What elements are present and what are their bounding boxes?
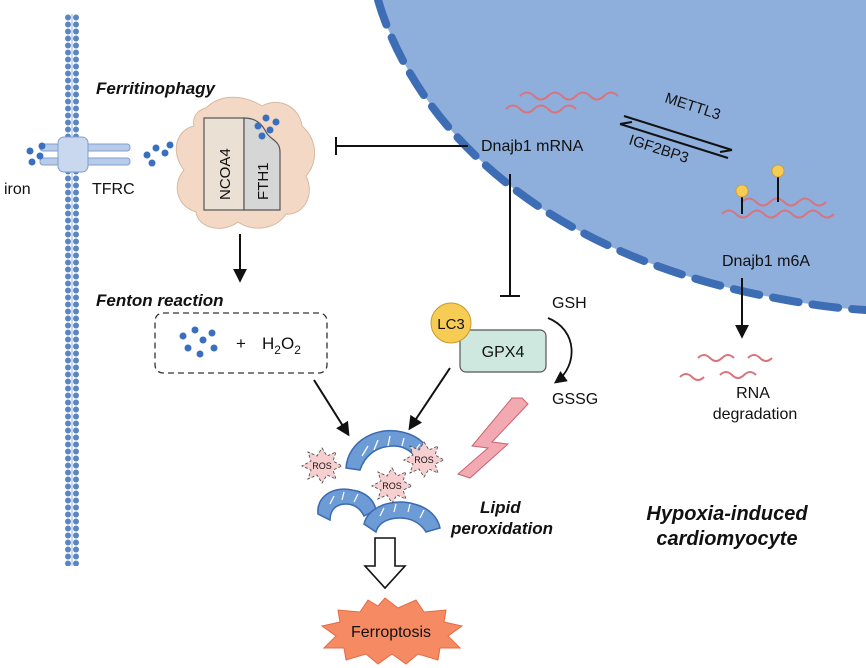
iron-dots-ferritin bbox=[254, 114, 280, 140]
fth1-box: FTH1 bbox=[243, 117, 281, 211]
gpx4-label: GPX4 bbox=[482, 344, 525, 361]
fth1-label: FTH1 bbox=[255, 163, 272, 201]
ncoa4-box: NCOA4 bbox=[203, 117, 245, 211]
peroxidation-label: peroxidation bbox=[450, 519, 553, 538]
ros-star: ROS bbox=[300, 447, 344, 484]
iron-label: iron bbox=[4, 181, 31, 198]
degraded-rna-fragments bbox=[679, 354, 773, 381]
lipid-label: Lipid bbox=[480, 498, 521, 517]
mitochondrion bbox=[363, 501, 441, 534]
mitochondria-cluster bbox=[317, 430, 441, 534]
gpx4-complex: GPX4 LC3 bbox=[430, 302, 547, 373]
iron-dots-extracellular bbox=[26, 142, 46, 166]
arrow-fenton-to-mitochondria bbox=[313, 379, 350, 437]
gsh-label: GSH bbox=[552, 295, 587, 312]
h2o2-label: H2O2 bbox=[262, 334, 301, 357]
iron-dots-intracellular bbox=[143, 141, 174, 167]
hollow-arrow-to-ferroptosis bbox=[363, 537, 407, 590]
lc3-label: LC3 bbox=[437, 316, 465, 333]
gsh-to-gssg-arrow bbox=[547, 317, 573, 384]
iron-dots-fenton bbox=[179, 326, 218, 358]
arrow-gpx4-to-mitochondria bbox=[408, 367, 451, 431]
rna-label: RNA bbox=[736, 385, 770, 402]
ros-star: ROS bbox=[402, 441, 446, 478]
dnajb1-mrna-label: Dnajb1 mRNA bbox=[481, 138, 584, 155]
gssg-label: GSSG bbox=[552, 391, 598, 408]
ros-label: ROS bbox=[414, 455, 434, 465]
hypoxia-label-line2: cardiomyocyte bbox=[656, 528, 797, 550]
tfrc-label: TFRC bbox=[92, 181, 135, 198]
fenton-box: + H2O2 bbox=[154, 312, 328, 374]
lc3-circle bbox=[430, 302, 472, 344]
m6a-modification-dot bbox=[771, 164, 785, 178]
tfrc-receptor bbox=[39, 136, 131, 173]
ros-label: ROS bbox=[382, 481, 402, 491]
degradation-label: degradation bbox=[713, 406, 798, 423]
ferritinophagy-label: Ferritinophagy bbox=[96, 79, 217, 98]
cell-membrane bbox=[64, 14, 80, 566]
ferroptosis-label: Ferroptosis bbox=[351, 624, 431, 641]
mrna-waves bbox=[505, 91, 619, 114]
inhibition-mrna-to-gpx4 bbox=[500, 174, 520, 297]
hypoxia-label-line1: Hypoxia-induced bbox=[646, 503, 808, 525]
m6a-mrna bbox=[721, 164, 835, 219]
ferroptosis-burst: Ferroptosis bbox=[320, 597, 464, 665]
mettl3-igf2bp3-arrows bbox=[619, 115, 733, 159]
inhibition-mrna-to-ferritinophagy bbox=[335, 137, 468, 155]
ros-star: ROS bbox=[370, 467, 414, 504]
fenton-reaction-label: Fenton reaction bbox=[96, 291, 224, 310]
m6a-modification-dot bbox=[735, 184, 749, 198]
nucleus-body bbox=[378, 0, 866, 310]
plus-sign: + bbox=[236, 334, 246, 353]
gpx4-box bbox=[459, 329, 547, 373]
dnajb1-m6a-label: Dnajb1 m6A bbox=[722, 253, 810, 270]
ros-label: ROS bbox=[312, 461, 332, 471]
mitochondrion bbox=[317, 488, 377, 522]
ncoa4-label: NCOA4 bbox=[217, 148, 234, 200]
nucleus bbox=[374, 0, 866, 314]
nuclear-envelope bbox=[374, 0, 866, 314]
lipid-peroxidation-lightning bbox=[457, 397, 529, 479]
